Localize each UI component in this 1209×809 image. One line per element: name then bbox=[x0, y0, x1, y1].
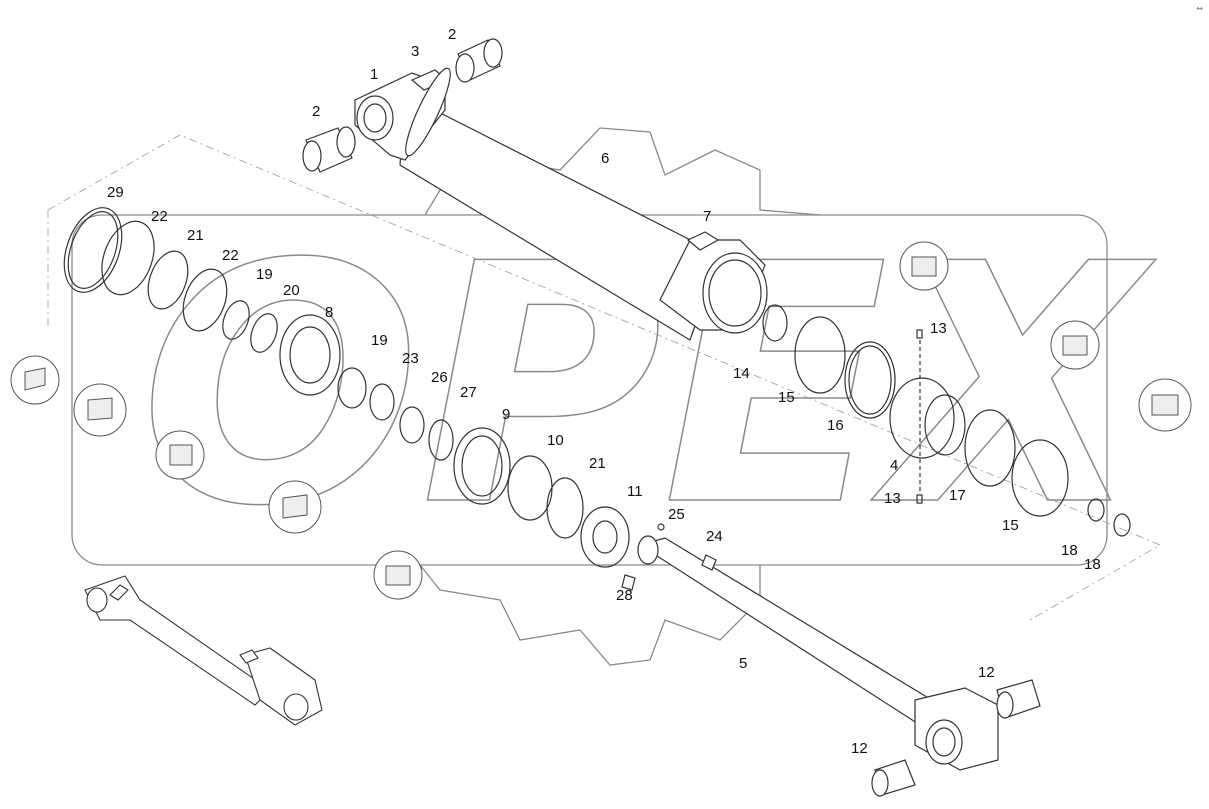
callout-17: 17 bbox=[949, 487, 966, 504]
callout-15: 15 bbox=[778, 389, 795, 406]
callout-16: 16 bbox=[827, 417, 844, 434]
callout-15: 15 bbox=[1002, 517, 1019, 534]
callout-18: 18 bbox=[1061, 542, 1078, 559]
callout-6: 6 bbox=[601, 150, 610, 167]
callout-21: 21 bbox=[589, 455, 606, 472]
callout-13: 13 bbox=[930, 320, 947, 337]
callout-22: 22 bbox=[151, 208, 168, 225]
callout-19: 19 bbox=[256, 266, 273, 283]
callout-5: 5 bbox=[739, 655, 748, 672]
callout-25: 25 bbox=[668, 506, 685, 523]
callout-19: 19 bbox=[371, 332, 388, 349]
callout-24: 24 bbox=[706, 528, 723, 545]
callout-1: 1 bbox=[370, 66, 379, 83]
bushing-2 bbox=[302, 38, 503, 173]
callout-21: 21 bbox=[187, 227, 204, 244]
callout-2: 2 bbox=[312, 103, 321, 120]
seal-rings-left bbox=[63, 207, 630, 568]
callout-3: 3 bbox=[411, 43, 420, 60]
callout-18: 18 bbox=[1084, 556, 1101, 573]
callout-12: 12 bbox=[978, 664, 995, 681]
callout-2: 2 bbox=[448, 26, 457, 43]
callout-9: 9 bbox=[502, 406, 511, 423]
callout-12: 12 bbox=[851, 740, 868, 757]
callout-4: 4 bbox=[890, 457, 899, 474]
callout-8: 8 bbox=[325, 304, 334, 321]
callout-26: 26 bbox=[431, 369, 448, 386]
seal-profile-callouts bbox=[10, 241, 1192, 600]
callout-29: 29 bbox=[107, 184, 124, 201]
callout-11: 11 bbox=[627, 483, 643, 500]
callout-13: 13 bbox=[884, 490, 901, 507]
callout-20: 20 bbox=[283, 282, 300, 299]
cylinder-barrel bbox=[354, 67, 768, 341]
callout-14: 14 bbox=[733, 365, 750, 382]
callout-28: 28 bbox=[616, 587, 633, 604]
callout-23: 23 bbox=[402, 350, 419, 367]
assembly-guide-lines bbox=[47, 134, 1161, 621]
corner-mark: ↔ bbox=[1196, 4, 1203, 13]
piston-and-rings-right bbox=[762, 304, 1131, 537]
callout-27: 27 bbox=[460, 384, 477, 401]
piston-rod bbox=[621, 523, 1041, 797]
assembled-cylinder-thumbnail bbox=[84, 575, 323, 726]
callout-22: 22 bbox=[222, 247, 239, 264]
callout-7: 7 bbox=[703, 208, 712, 225]
callout-10: 10 bbox=[547, 432, 564, 449]
